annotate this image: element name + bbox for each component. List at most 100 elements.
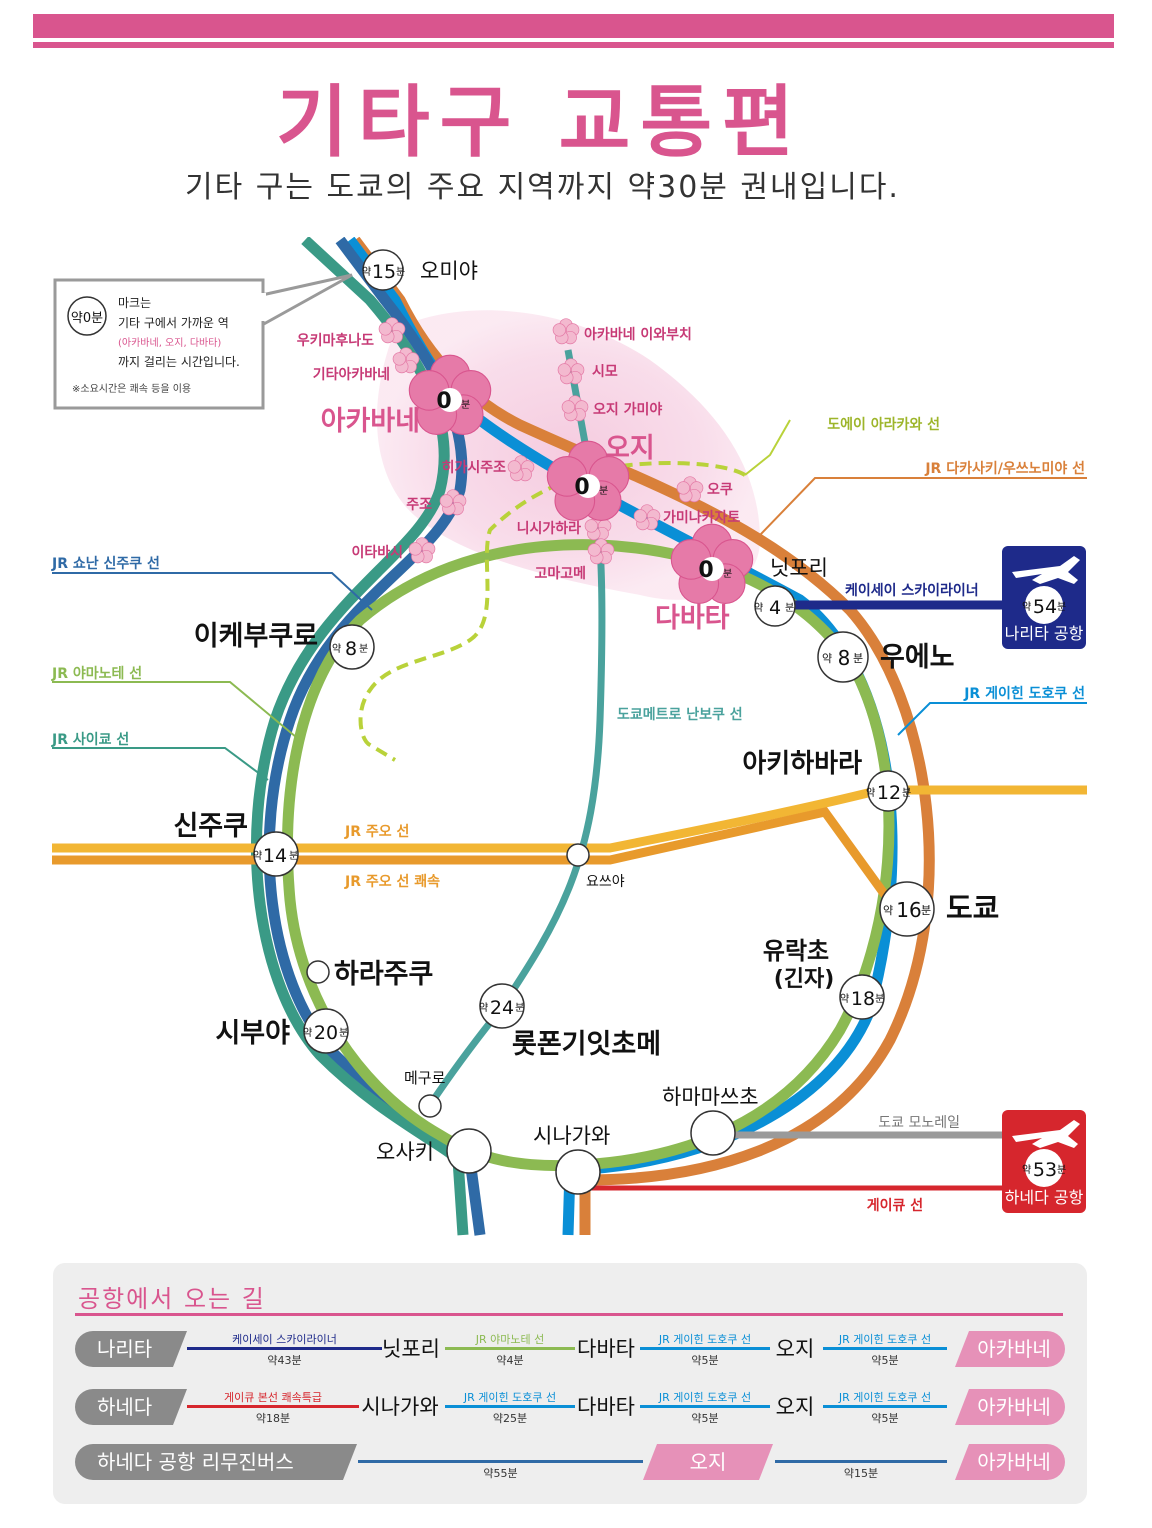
svg-text:분: 분 (785, 602, 794, 614)
shinjuku-station: 약 14 분 신주쿠 (173, 811, 299, 877)
nippori-station: 약 4 분 닛포리 (754, 556, 828, 627)
route-narita: 나리타 케이세이 스카이라이너 약43분 닛포리 JR 야마노테 선 약4분 다… (75, 1331, 1065, 1367)
svg-text:분: 분 (1057, 1164, 1066, 1176)
svg-text:14: 14 (263, 845, 287, 867)
route-segment: JR 게이힌 도호쿠 선 약5분 (640, 1389, 770, 1425)
airplane-icon (1012, 556, 1080, 584)
svg-text:4: 4 (769, 597, 781, 619)
svg-text:8: 8 (838, 646, 851, 670)
svg-text:이케부쿠로: 이케부쿠로 (194, 621, 318, 652)
chuo-rapid-line (52, 806, 889, 898)
station-akabane-iwabuchi: 아카바네 이와부치 (584, 326, 692, 343)
station-oji-kamiya: 오지 가미야 (593, 401, 662, 418)
svg-text:분: 분 (515, 1002, 524, 1014)
svg-text:16: 16 (896, 898, 921, 922)
header-rule (33, 42, 1114, 48)
route-destination: 아카바네 (955, 1389, 1065, 1425)
meguro-station: 메구로 (404, 1069, 446, 1118)
route-station: 닛포리 (382, 1337, 440, 1361)
saikyo-callout (52, 747, 269, 781)
takasaki-label: JR 다카사키/우쓰노미야 선 (924, 460, 1085, 477)
station-oku: 오쿠 (707, 482, 733, 498)
ikebukuro-station: 약 8 분 이케부쿠로 (194, 621, 375, 670)
svg-text:약: 약 (253, 850, 262, 862)
page-subtitle: 기타 구는 도쿄의 주요 지역까지 약30분 권내입니다. (185, 170, 900, 205)
route-transfer: 오지 (643, 1444, 773, 1480)
svg-text:약: 약 (1022, 1164, 1031, 1176)
ueno-station: 약 8 분 우에노 (817, 631, 955, 683)
svg-text:롯폰기잇초메: 롯폰기잇초메 (512, 1029, 661, 1060)
svg-text:나리타 공항: 나리타 공항 (1005, 624, 1084, 643)
svg-text:하네다 공항: 하네다 공항 (1005, 1188, 1084, 1207)
svg-text:약: 약 (479, 1002, 488, 1014)
svg-text:0: 0 (698, 558, 713, 583)
arakawa-line (358, 461, 747, 762)
rail-map: JR 쇼난 신주쿠 선 JR 야마노테 선 JR 사이쿄 선 도에이 아라카와 … (51, 237, 1087, 1236)
station-itabashi: 이타바시 (351, 544, 403, 561)
svg-text:약: 약 (303, 1027, 312, 1039)
akabane-name: 아카바네 (321, 406, 420, 437)
route-destination: 아카바네 (955, 1331, 1065, 1367)
svg-text:오미야: 오미야 (420, 259, 478, 283)
station-komagome: 고마고메 (534, 566, 586, 582)
route-segment: JR 게이힌 도호쿠 선 약5분 (823, 1331, 947, 1367)
route-segment: 약15분 (775, 1444, 947, 1480)
arakawa-callout (744, 419, 791, 476)
omiya-station: 약 15 분 오미야 (362, 249, 478, 291)
svg-text:시나가와: 시나가와 (533, 1124, 610, 1148)
saikyo-label: JR 사이쿄 선 (51, 731, 129, 748)
route-station: 오지 (775, 1337, 815, 1361)
route-station: 오지 (775, 1395, 815, 1419)
svg-text:분: 분 (359, 643, 368, 655)
route-station: 시나가와 (361, 1395, 439, 1419)
legend-line2: 기타 구에서 가까운 역 (118, 316, 229, 330)
svg-text:분: 분 (599, 485, 608, 497)
svg-text:요쓰야: 요쓰야 (586, 874, 625, 890)
route-haneda: 하네다 게이큐 본선 쾌속특급 약18분 시나가와 JR 게이힌 도호쿠 선 약… (75, 1389, 1065, 1425)
station-higashijujo: 히가시주조 (442, 459, 507, 476)
svg-text:메구로: 메구로 (404, 1069, 446, 1087)
shonan-label: JR 쇼난 신주쿠 선 (51, 555, 160, 572)
narita-airport: 약 54 분 나리타 공항 (1002, 546, 1086, 649)
svg-text:분: 분 (396, 266, 405, 278)
route-segment: 게이큐 본선 쾌속특급 약18분 (187, 1389, 359, 1425)
svg-text:약: 약 (754, 602, 763, 614)
harajuku-station: 하라주쿠 (306, 959, 433, 990)
svg-text:시부야: 시부야 (215, 1018, 290, 1049)
shibuya-station: 약 20 분 시부야 (215, 1008, 349, 1054)
svg-text:53: 53 (1033, 1159, 1057, 1181)
chuo-line (52, 785, 1087, 853)
keihin-callout (897, 702, 1087, 736)
svg-text:12: 12 (877, 782, 901, 804)
svg-text:닛포리: 닛포리 (770, 556, 828, 580)
keikyu-label: 게이큐 선 (867, 1197, 923, 1214)
oji-name: 오지 (605, 433, 655, 464)
svg-text:분: 분 (339, 1027, 348, 1039)
route-limousine-bus: 하네다 공항 리무진버스 약55분 오지 약15분 아카바네 (75, 1444, 1065, 1480)
route-segment: JR 게이힌 도호쿠 선 약5분 (823, 1389, 947, 1425)
chuo-rapid-label: JR 주오 선 쾌속 (344, 874, 440, 890)
yamanote-callout (52, 681, 303, 743)
station-kaminakazato: 가미나카자토 (663, 510, 740, 526)
svg-text:분: 분 (723, 568, 732, 580)
station-kitaakabane: 기타아카바네 (313, 366, 390, 383)
tokyo-station: 약 16 분 도쿄 (879, 881, 999, 937)
tabata-blossom: 0 분 (670, 523, 754, 605)
svg-text:약: 약 (883, 903, 893, 917)
svg-text:우에노: 우에노 (880, 642, 955, 673)
svg-text:약: 약 (866, 787, 875, 799)
route-segment: JR 게이힌 도호쿠 선 약25분 (445, 1389, 575, 1425)
svg-text:신주쿠: 신주쿠 (173, 811, 248, 842)
svg-text:하마마쓰초: 하마마쓰초 (662, 1085, 759, 1109)
haneda-airport: 약 53 분 하네다 공항 (1002, 1110, 1086, 1213)
svg-text:아키하바라: 아키하바라 (742, 749, 862, 779)
route-station: 다바타 (577, 1395, 635, 1419)
namboku-label: 도쿄메트로 난보쿠 선 (617, 706, 743, 723)
legend-line3: (아카바네, 오지, 다바타) (118, 337, 221, 349)
svg-text:오사키: 오사키 (376, 1140, 434, 1164)
akabane-blossom: 0 분 (408, 354, 492, 436)
station-nishigahara: 니시가하라 (517, 520, 582, 537)
svg-text:하라주쿠: 하라주쿠 (334, 959, 433, 990)
legend-line4: 까지 걸리는 시간입니다. (118, 355, 240, 369)
svg-text:(긴자): (긴자) (774, 967, 835, 992)
